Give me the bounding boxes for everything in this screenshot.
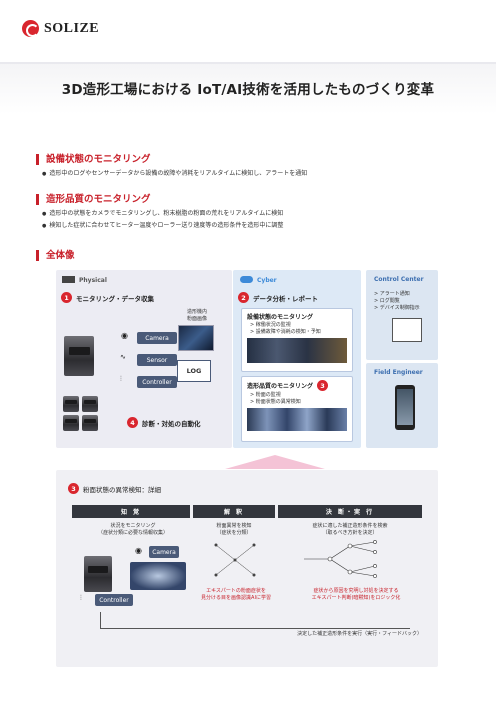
equipment-dashboard-image <box>247 338 347 363</box>
control-center-item-1: > アラート通知 <box>374 291 410 297</box>
section-heading-overview: 全体像 <box>36 250 75 261</box>
bullet-equipment-1: 造形中のログやセンサーデータから設備の故障や消耗をリアルタイムに検知し、アラート… <box>42 170 307 178</box>
quality-monitoring-title: 造形品質のモニタリング <box>247 383 314 390</box>
step-1-label: モニタリング・データ収集 <box>76 294 154 303</box>
step-2: 2 データ分析・レポート <box>238 292 318 303</box>
powder-surface-image <box>178 325 214 351</box>
step-3-number: 3 <box>317 380 329 391</box>
log-box: LOG <box>177 360 211 382</box>
cloud-icon <box>240 276 253 283</box>
field-engineer-title: Field Engineer <box>374 369 423 376</box>
detail-controller-tag: Controller <box>95 594 133 606</box>
step-4-number: 4 <box>127 417 138 428</box>
decide-caption: 症状から原因を究明し対処を決定する エキスパート判断(暗黙知)をロジック化 <box>311 588 401 601</box>
decision-tree-diagram <box>304 540 377 578</box>
3d-printer-small-2 <box>82 396 98 412</box>
brand-name: SOLIZE <box>44 20 100 36</box>
physical-label: Physical <box>79 277 107 284</box>
phase-interpret: 解 釈 <box>193 505 275 518</box>
detail-heading-label: 粉面状態の異常検知：詳細 <box>83 485 161 494</box>
3d-printer-small-3 <box>63 415 79 431</box>
page-title: 3D造形工場における IoT/AI技術を活用したものづくり変革 <box>61 82 435 98</box>
section-heading-equipment: 設備状態のモニタリング <box>36 154 151 165</box>
detail-connector-triangle <box>225 455 325 469</box>
step-4-label: 診断・対処の自動化 <box>142 419 201 428</box>
camera-icon: ◉ <box>121 331 128 340</box>
camera-tag: Camera <box>137 332 177 344</box>
step-1: 1 モニタリング・データ収集 <box>61 292 154 303</box>
3d-printer-small-4 <box>82 415 98 431</box>
bullet-quality-1: 造形中の状態をカメラでモニタリングし、粉末樹脂の粉面の荒れをリアルタイムに検知 <box>42 210 283 218</box>
step-2-label: データ分析・レポート <box>253 294 318 303</box>
smartphone-screen <box>397 389 413 425</box>
feedback-line-horizontal <box>100 628 410 629</box>
controller-icon: ⫶ <box>120 375 122 383</box>
bullet-quality-2: 検知した症状に合わせてヒーター温度やローラー送り速度等の造形条件を造形中に調整 <box>42 222 283 230</box>
sensor-tag: Sensor <box>137 354 177 366</box>
sensor-wave-icon: ∿ <box>120 353 126 361</box>
equipment-item-1: > 稼働状況の監視 <box>250 322 291 328</box>
control-center-item-3: > デバイス制御指示 <box>374 305 420 311</box>
controller-tag: Controller <box>137 376 177 388</box>
smartphone-illustration-icon <box>395 385 415 430</box>
control-center-item-2: > ログ閲覧 <box>374 298 400 304</box>
detail-heading: 3 粉面状態の異常検知：詳細 <box>68 483 161 494</box>
interpret-caption: エキスパートの粉面症状を 見分ける目を画像認識AIに学習 <box>201 588 271 601</box>
title-band <box>0 62 496 114</box>
control-center-panel <box>366 270 438 360</box>
factory-icon <box>62 276 75 283</box>
equipment-monitoring-box: 設備状態のモニタリング > 稼働状況の監視 > 設備故障や消耗の検知・予知 <box>241 308 353 372</box>
quality-item-1: > 粉面の監視 <box>250 392 281 398</box>
step-4: 4 診断・対処の自動化 <box>127 417 201 428</box>
perceive-text: 状況をモニタリング （症状分類に必要な情報収集） <box>97 523 168 536</box>
3d-printer-small-1 <box>63 396 79 412</box>
phase-perceive: 知 覚 <box>72 505 190 518</box>
feedback-text: 決定した補正造形条件を実行（実行・フィードバック） <box>297 631 422 637</box>
equipment-monitoring-title: 設備状態のモニタリング <box>247 314 314 321</box>
solize-logo: SOLIZE <box>22 20 99 37</box>
step-2-number: 2 <box>238 292 249 303</box>
equipment-item-2: > 設備故障や消耗の検知・予知 <box>250 328 321 335</box>
detail-camera-tag: Camera <box>149 546 179 558</box>
detail-powder-image <box>130 562 186 590</box>
quality-item-2: > 粉面状態の異常検知 <box>250 398 301 405</box>
3d-printer-large <box>64 336 94 376</box>
section-heading-quality: 造形品質のモニタリング <box>36 194 151 205</box>
feedback-line-vertical <box>100 612 101 628</box>
detail-3d-printer <box>84 556 112 592</box>
detail-number: 3 <box>68 483 79 494</box>
quality-monitoring-header: 造形品質のモニタリング 3 <box>242 377 352 392</box>
solize-logo-mark-icon <box>22 20 39 37</box>
phase-decide: 決 断・実 行 <box>278 505 422 518</box>
quality-monitoring-box: 造形品質のモニタリング 3 > 粉面の監視 > 粉面状態の異常検知 <box>241 376 353 442</box>
detail-camera-icon: ◉ <box>135 546 142 555</box>
neural-network-diagram <box>214 543 256 577</box>
inside-machine-label: 造形機内 粉面画像 <box>186 309 207 322</box>
powder-surface-grid-image <box>247 408 347 431</box>
monitor-illustration-icon <box>392 318 422 342</box>
step-1-number: 1 <box>61 292 72 303</box>
cyber-label: Cyber <box>257 277 277 284</box>
decide-text: 症状に適した補正造形条件を検索 （取るべき方針を決定） <box>312 523 388 536</box>
detail-controller-icon: ⫶ <box>80 594 82 602</box>
interpret-text: 粉面異常を検知 （症状を分類） <box>216 523 252 536</box>
detail-panel <box>56 470 438 667</box>
control-center-title: Control Center <box>374 276 424 283</box>
